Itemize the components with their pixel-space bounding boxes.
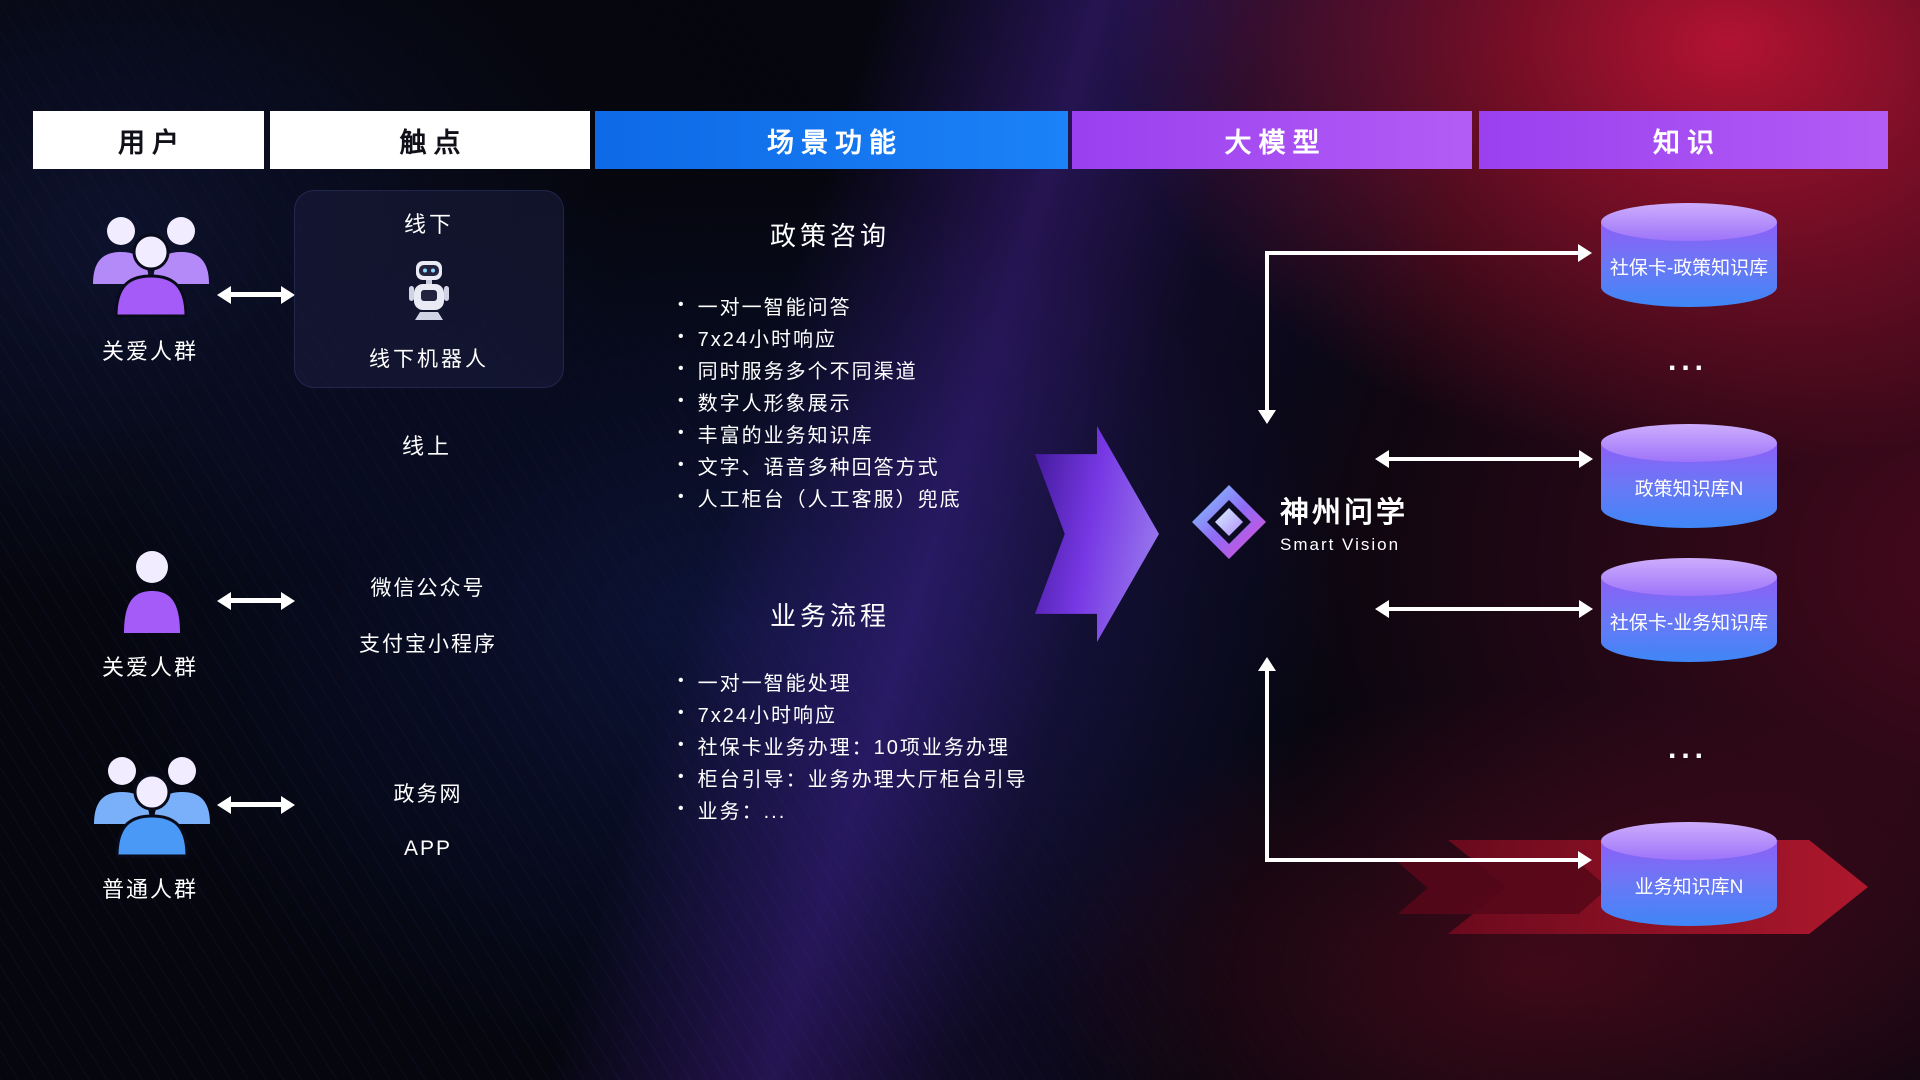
connector-model-to-db1-vertical bbox=[1265, 251, 1269, 411]
model-logo-text: 神州问学 Smart Vision bbox=[1280, 489, 1408, 555]
business-process-feature-list: 一对一智能处理 7x24小时响应 社保卡业务办理：10项业务办理 柜台引导：业务… bbox=[678, 665, 1028, 825]
touchpoint-app: APP bbox=[403, 837, 453, 860]
knowledge-ellipsis-bottom: ... bbox=[1667, 732, 1708, 765]
user-group-purple-icon bbox=[93, 217, 209, 318]
list-item: 数字人形象展示 bbox=[678, 385, 962, 417]
knowledge-ellipsis-top: ... bbox=[1667, 344, 1708, 377]
offline-robot-label: 线下机器人 bbox=[369, 348, 489, 371]
offline-touchpoint-card: 线下 线下机器人 bbox=[294, 190, 564, 388]
model-name: 神州问学 bbox=[1280, 497, 1409, 529]
db-policy-kb-n: 政策知识库N bbox=[1601, 424, 1777, 528]
user-touchpoint-arrow-3 bbox=[230, 802, 282, 807]
list-item: 一对一智能问答 bbox=[678, 289, 962, 321]
column-header-large-model: 大模型 bbox=[1072, 111, 1472, 169]
list-item: 社保卡业务办理：10项业务办理 bbox=[678, 729, 1028, 761]
scenario-title-business-process: 业务流程 bbox=[769, 601, 890, 631]
column-header-users: 用户 bbox=[33, 111, 264, 169]
online-title: 线上 bbox=[401, 434, 452, 459]
db-label: 社保卡-政策知识库 bbox=[1609, 257, 1769, 279]
list-item: 人工柜台（人工客服）兜底 bbox=[678, 481, 962, 513]
user-label-care-group-1: 关爱人群 bbox=[101, 339, 198, 364]
list-item: 业务：... bbox=[678, 793, 1028, 825]
list-item: 柜台引导：业务办理大厅柜台引导 bbox=[678, 761, 1028, 793]
user-touchpoint-arrow-1 bbox=[230, 292, 282, 297]
db-business-kb-n: 业务知识库N bbox=[1601, 822, 1777, 926]
robot-icon bbox=[409, 261, 449, 320]
connector-model-db3-bidirectional bbox=[1388, 607, 1580, 611]
user-person-purple-icon bbox=[124, 551, 180, 633]
list-item: 丰富的业务知识库 bbox=[678, 417, 962, 449]
touchpoint-gov-web: 政务网 bbox=[393, 783, 463, 806]
list-item: 一对一智能处理 bbox=[678, 665, 1028, 697]
connector-model-to-db4-vertical bbox=[1265, 670, 1269, 862]
db-label: 社保卡-业务知识库 bbox=[1609, 612, 1769, 634]
connector-model-to-db4-horizontal bbox=[1267, 858, 1579, 862]
column-header-touchpoints: 触点 bbox=[270, 111, 590, 169]
list-item: 7x24小时响应 bbox=[678, 697, 1028, 729]
db-social-policy-kb: 社保卡-政策知识库 bbox=[1601, 203, 1777, 307]
user-label-ordinary-group: 普通人群 bbox=[101, 877, 198, 902]
touchpoint-wechat: 微信公众号 bbox=[370, 577, 486, 600]
smart-vision-diamond-logo-icon bbox=[1192, 485, 1266, 559]
user-touchpoint-arrow-2 bbox=[230, 598, 282, 603]
db-label: 政策知识库N bbox=[1634, 478, 1744, 500]
offline-title: 线下 bbox=[403, 212, 454, 237]
policy-consulting-feature-list: 一对一智能问答 7x24小时响应 同时服务多个不同渠道 数字人形象展示 丰富的业… bbox=[678, 289, 962, 513]
connector-model-db2-bidirectional bbox=[1388, 457, 1580, 461]
user-label-care-group-2: 关爱人群 bbox=[101, 655, 198, 680]
background-red-chevron-small bbox=[1398, 862, 1608, 914]
touchpoint-alipay-miniapp: 支付宝小程序 bbox=[359, 633, 497, 656]
scenario-title-policy-consulting: 政策咨询 bbox=[769, 221, 890, 251]
list-item: 文字、语音多种回答方式 bbox=[678, 449, 962, 481]
user-group-blue-icon bbox=[94, 757, 210, 858]
db-label: 业务知识库N bbox=[1634, 876, 1744, 898]
db-social-business-kb: 社保卡-业务知识库 bbox=[1601, 558, 1777, 662]
list-item: 同时服务多个不同渠道 bbox=[678, 353, 962, 385]
column-header-knowledge: 知识 bbox=[1479, 111, 1888, 169]
model-subtitle: Smart Vision bbox=[1280, 535, 1401, 554]
connector-model-to-db1-horizontal bbox=[1267, 251, 1579, 255]
list-item: 7x24小时响应 bbox=[678, 321, 962, 353]
column-header-scenario-functions: 场景功能 bbox=[595, 111, 1068, 169]
